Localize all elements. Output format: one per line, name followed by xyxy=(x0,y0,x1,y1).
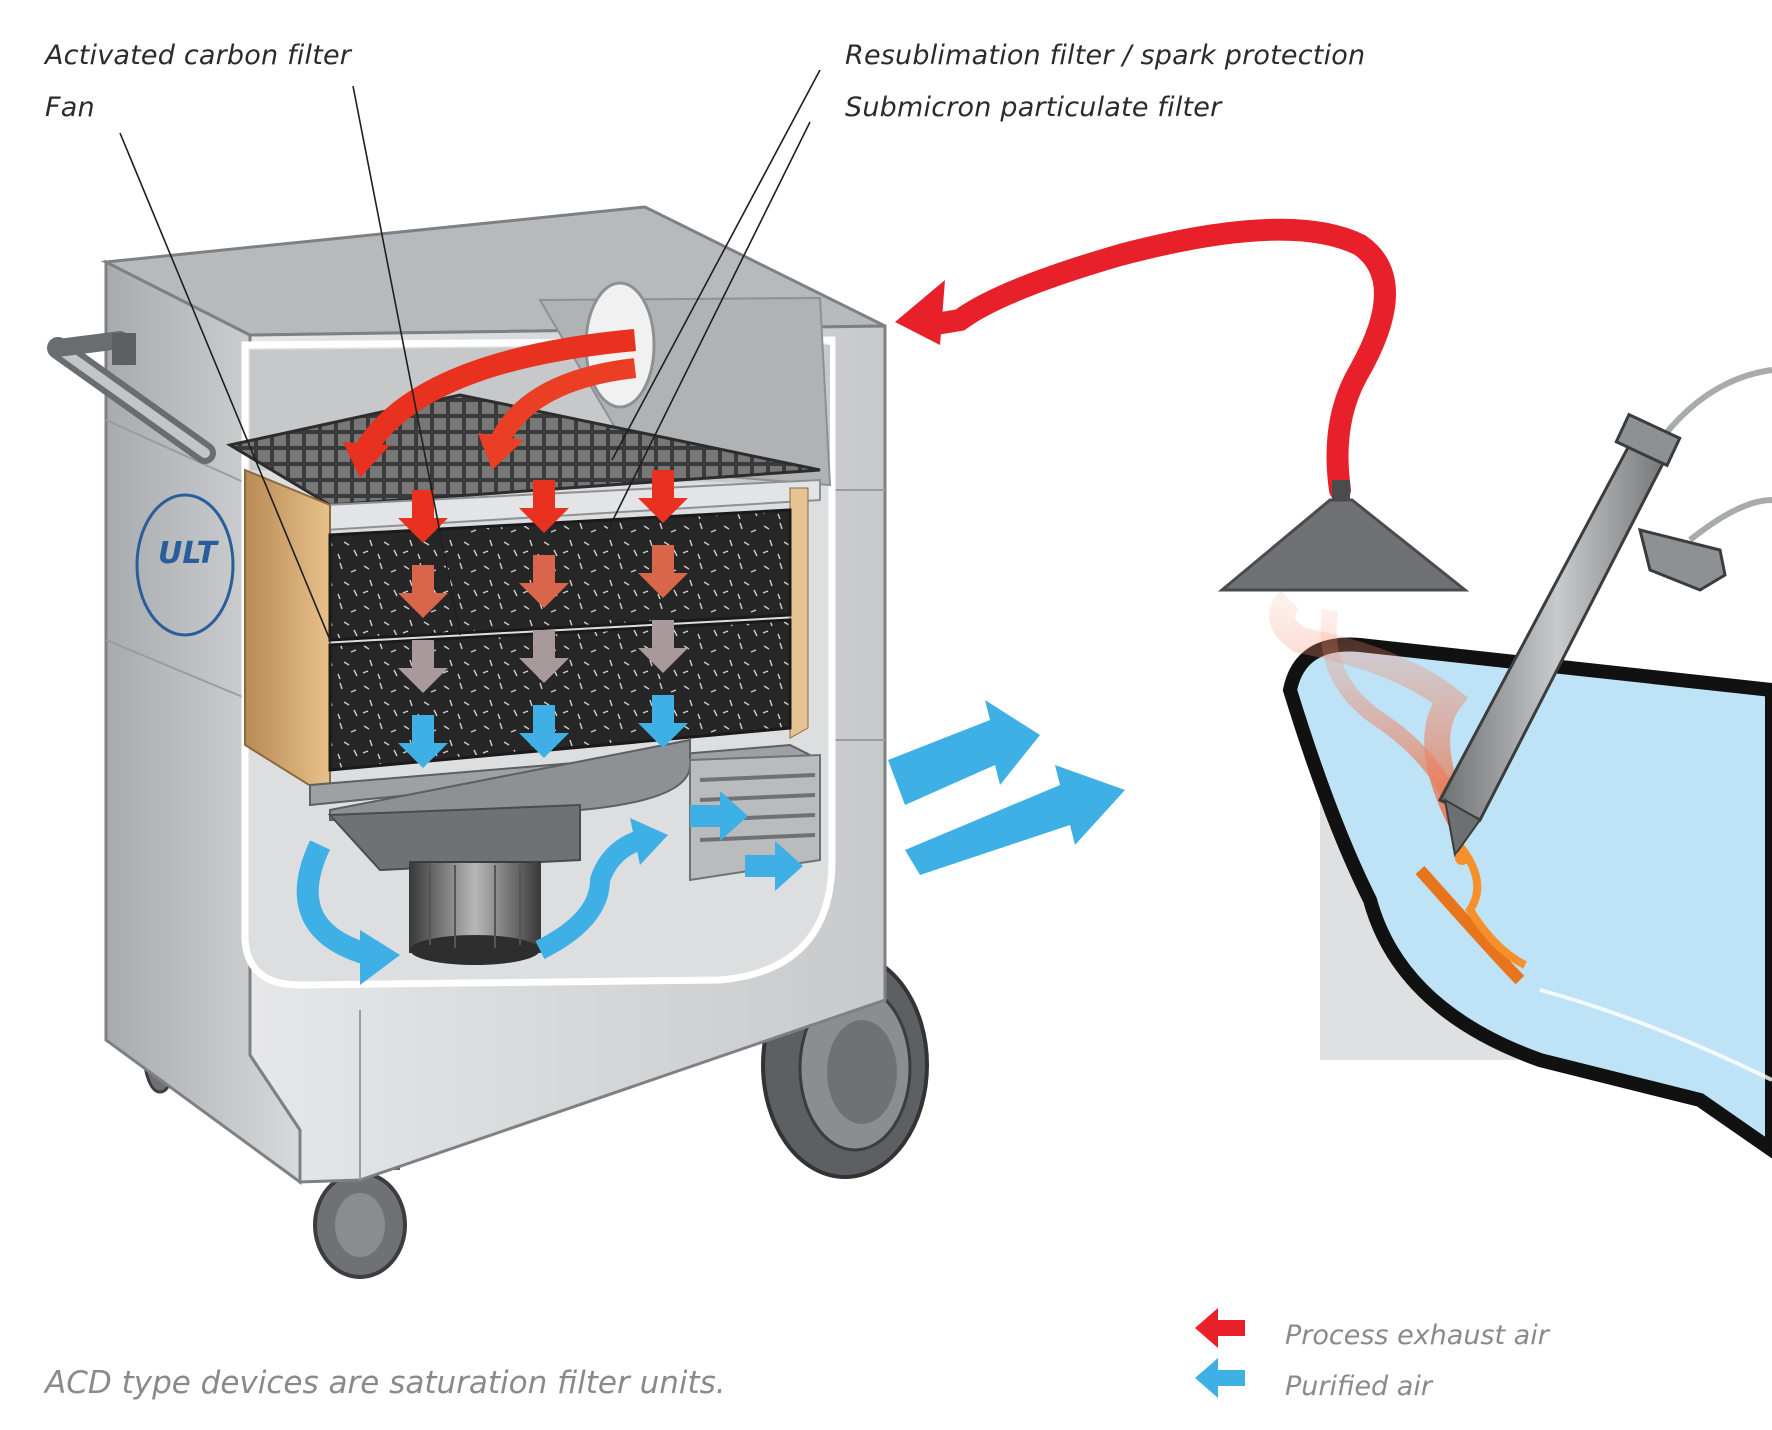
legend-purified-arrow xyxy=(1195,1358,1245,1398)
fan-assembly xyxy=(327,738,691,965)
cabinet-handle xyxy=(47,331,216,464)
leader-lines xyxy=(119,69,821,641)
extraction-hood xyxy=(1217,480,1470,592)
label-submicron-filter: Submicron particulate filter xyxy=(845,92,1222,123)
legend-purified-air: Purified air xyxy=(1285,1371,1432,1402)
label-activated-carbon-filter: Activated carbon filter xyxy=(45,40,352,71)
legend-exhaust-arrow xyxy=(1195,1308,1245,1348)
legend-arrows xyxy=(1195,1308,1245,1398)
glass-pane-workpiece xyxy=(1282,637,1772,1159)
ult-logo-text: ULT xyxy=(158,536,217,571)
caption: ACD type devices are saturation filter u… xyxy=(45,1365,726,1401)
submicron-particulate-filter xyxy=(328,508,792,642)
label-fan: Fan xyxy=(45,92,95,123)
hose-arrowhead xyxy=(895,280,945,345)
exhaust-hose xyxy=(895,218,1396,501)
airflow-arrows-internal xyxy=(296,329,803,985)
fume-plume xyxy=(1269,590,1472,826)
legend-process-exhaust: Process exhaust air xyxy=(1285,1320,1549,1351)
outflow-arrows xyxy=(888,700,1125,875)
ult-logo xyxy=(135,493,235,637)
filter-side-panel-left xyxy=(244,468,331,800)
label-resublimation-filter: Resublimation filter / spark protection xyxy=(845,40,1366,71)
dispensing-nozzle xyxy=(1437,367,1772,865)
filter-side-panel-right xyxy=(789,487,809,739)
